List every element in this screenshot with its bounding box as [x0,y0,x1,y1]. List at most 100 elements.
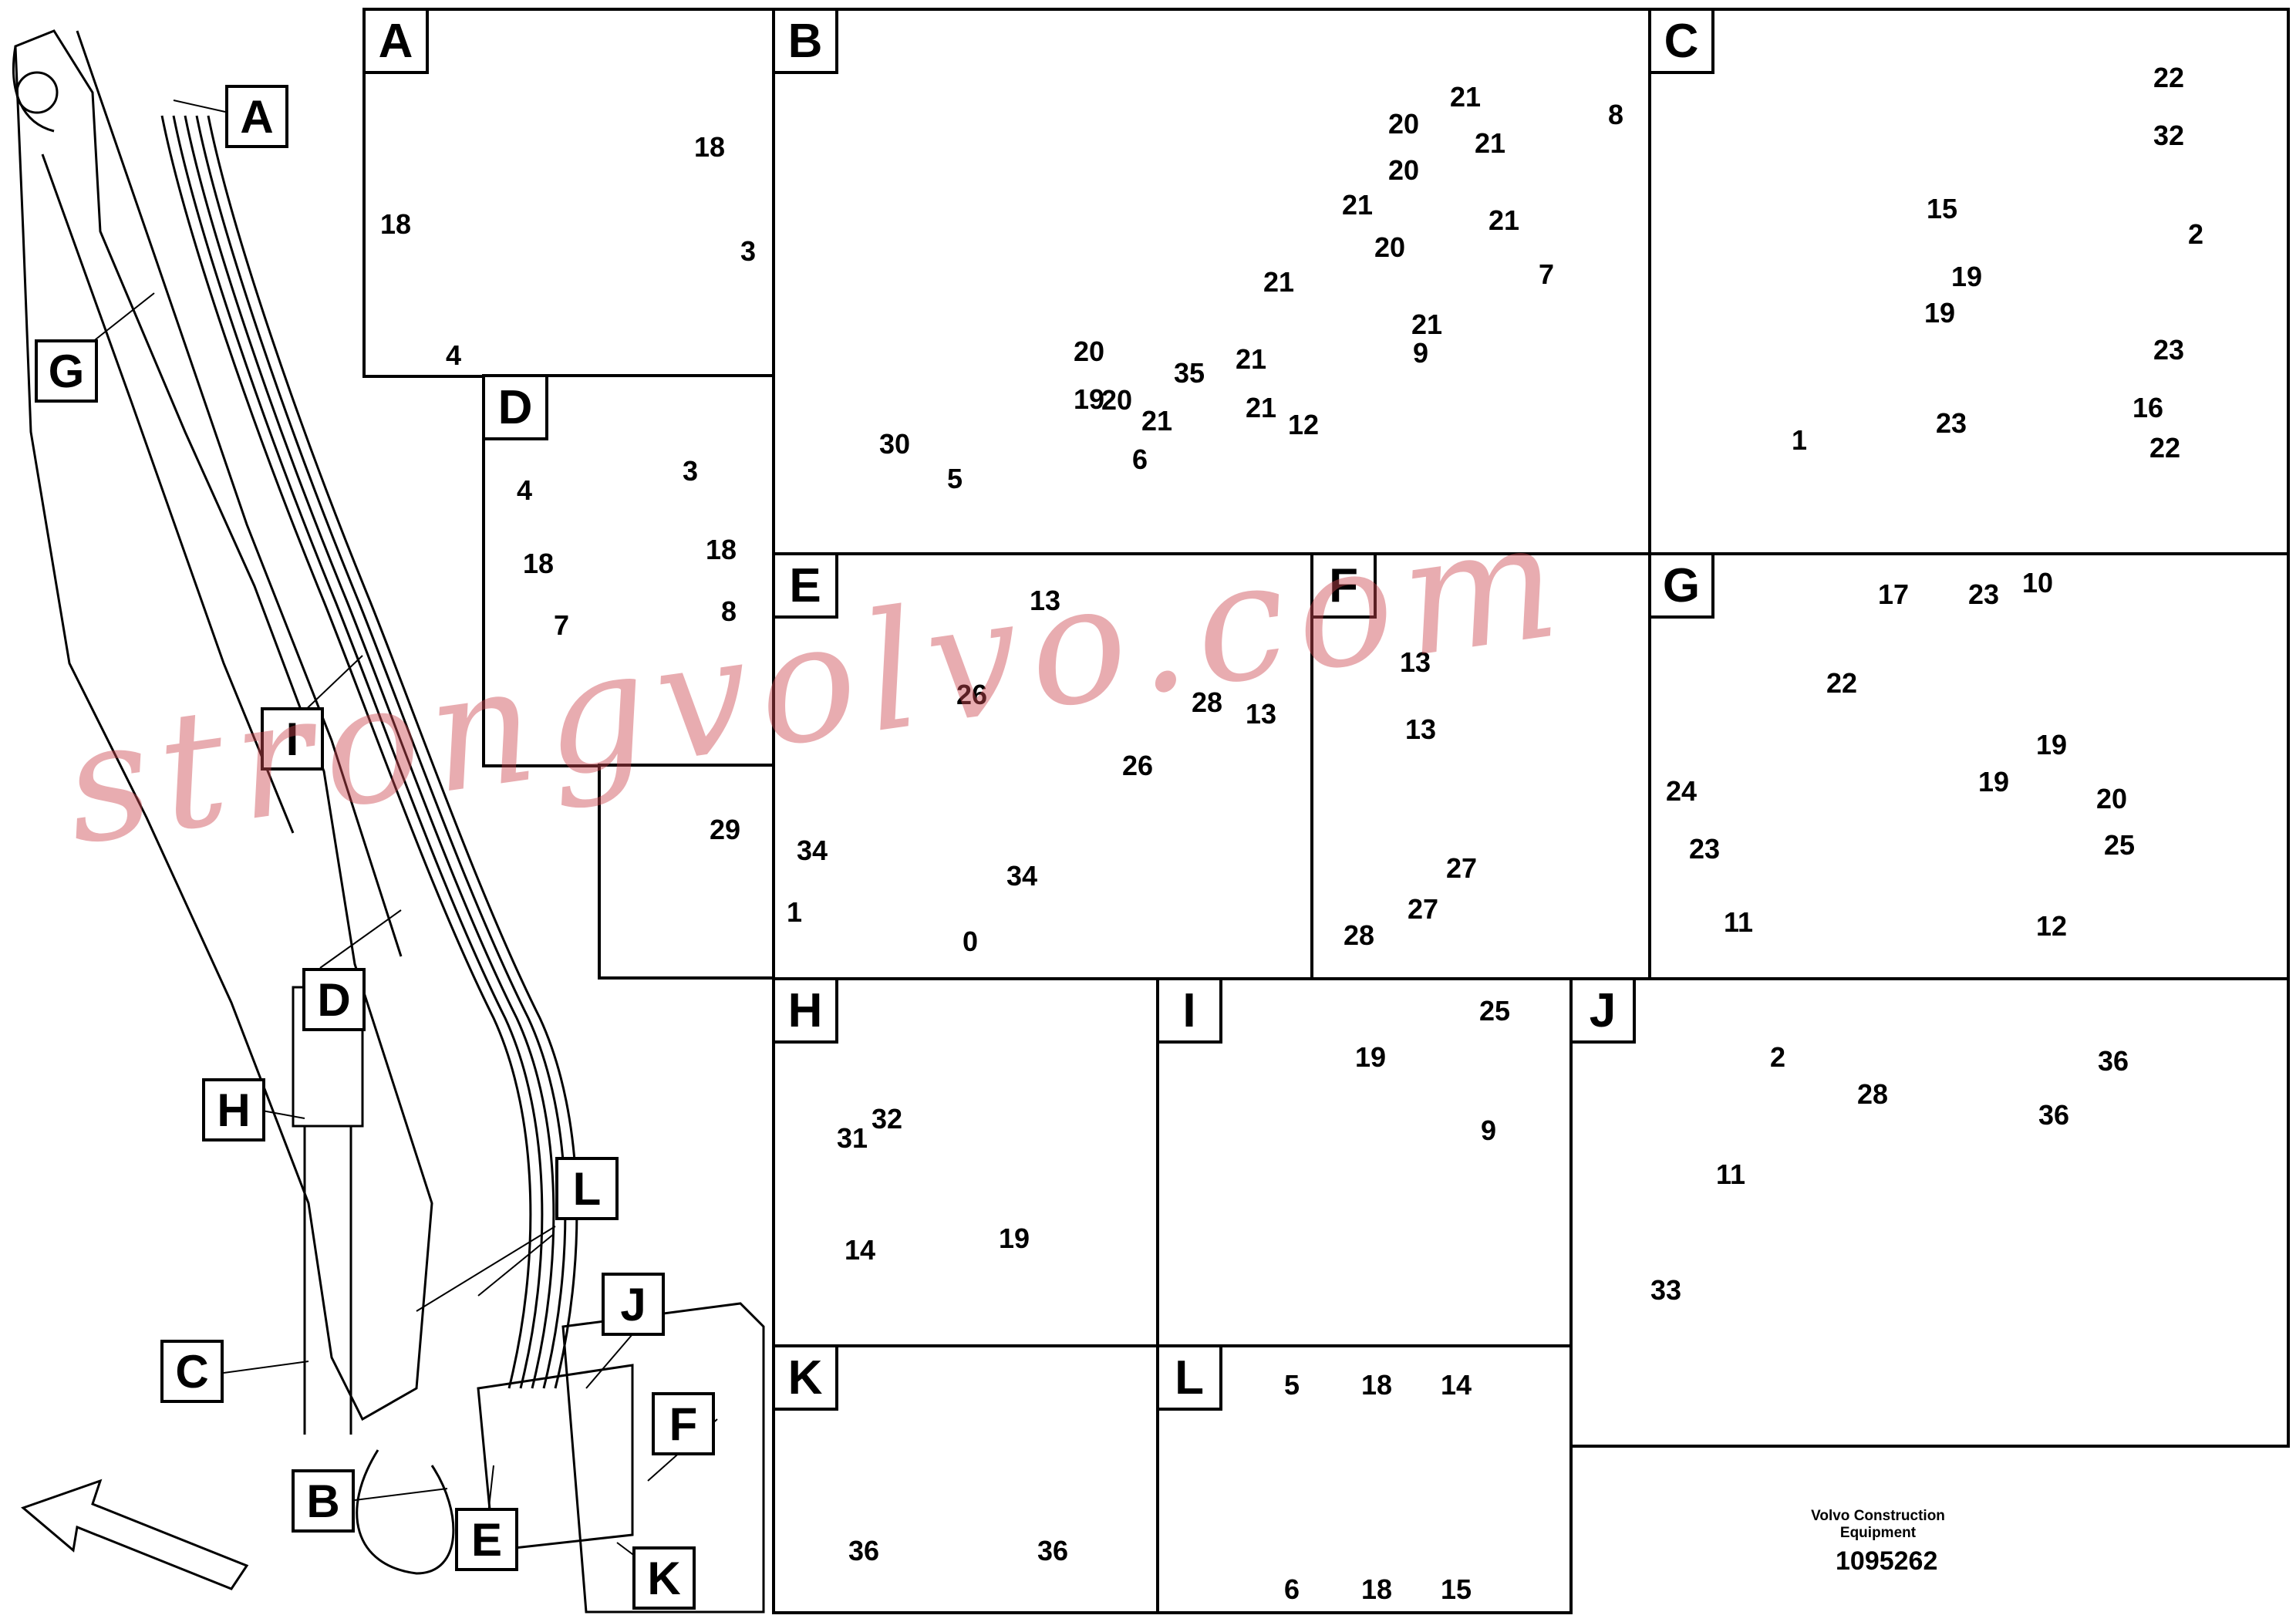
panel-h-letter: H [775,980,838,1044]
part-number: 13 [1400,646,1431,678]
panel-a: A [362,8,775,378]
panel-g: G [1648,552,2290,980]
part-number: 18 [1361,1369,1393,1401]
overview-callout-g: G [35,339,98,403]
part-number: 34 [1006,860,1038,892]
part-number: 36 [848,1535,880,1566]
panel-j-letter: J [1573,980,1636,1044]
panel-e-letter: E [775,555,838,619]
brand-line-1: Volvo Construction [1811,1508,1945,1524]
part-number: 4 [446,339,462,371]
part-number: 22 [2153,62,2185,93]
part-number: 20 [1388,154,1420,186]
part-number: 6 [1284,1573,1300,1605]
panel-d: D [482,374,775,767]
part-number: 4 [517,474,533,506]
part-number: 21 [1475,127,1506,159]
brand-line-2: Equipment [1839,1525,1917,1541]
panel-f-letter: F [1313,555,1377,619]
overview-callout-j: J [602,1273,665,1336]
part-number: 31 [837,1122,868,1154]
document-number: 1095262 [1836,1546,1938,1576]
panel-b: B [772,8,1651,555]
part-number: 19 [1355,1041,1387,1073]
part-number: 32 [2153,120,2185,151]
part-number: 18 [694,131,726,163]
overview-callout-a: A [225,85,288,148]
part-number: 12 [1288,409,1320,440]
part-number: 3 [683,455,699,487]
part-number: 6 [1132,443,1148,475]
panel-k: K [772,1344,1159,1614]
part-number: 36 [2098,1045,2129,1077]
part-number: 13 [1405,713,1437,745]
panel-d-letter: D [485,377,548,440]
part-number: 35 [1174,357,1205,389]
part-number: 30 [879,428,911,460]
part-number: 1 [787,896,803,928]
part-number: 18 [380,208,412,240]
part-number: 16 [2132,392,2164,423]
part-number: 21 [1342,189,1374,221]
part-number: 27 [1446,852,1478,884]
part-number: 17 [1878,578,1910,610]
panel-tie [598,764,775,980]
part-number: 13 [1030,585,1061,616]
overview-callout-l: L [555,1157,619,1220]
panel-f: F [1310,552,1651,980]
part-number: 25 [1479,995,1511,1027]
part-number: 23 [1936,407,1967,439]
part-number: 18 [523,548,555,579]
part-number: 18 [1361,1573,1393,1605]
overview-callout-i: I [261,707,324,771]
part-number: 19 [1924,297,1956,329]
part-number: 33 [1650,1274,1682,1306]
part-number: 22 [1826,667,1858,699]
part-number: 23 [1968,578,2000,610]
panel-e: E [772,552,1313,980]
panel-h: H [772,977,1159,1347]
panel-l-letter: L [1159,1347,1222,1411]
part-number: 11 [1716,1158,1746,1190]
part-number: 0 [963,926,979,957]
part-number: 3 [740,235,757,267]
part-number: 28 [1344,919,1375,951]
part-number: 21 [1246,392,1277,423]
part-number: 5 [1284,1369,1300,1401]
part-number: 21 [1450,81,1482,113]
panel-l: L [1156,1344,1573,1614]
panel-c: C [1648,8,2290,555]
overview-callout-e: E [455,1508,518,1571]
part-number: 20 [1074,336,1105,367]
part-number: 34 [797,835,828,866]
overview-callout-k: K [632,1546,696,1610]
part-number: 21 [1236,343,1267,375]
part-number: 36 [1037,1535,1069,1566]
part-number: 20 [1388,108,1420,140]
part-number: 8 [721,595,737,627]
part-number: 14 [845,1234,876,1266]
part-number: 11 [1724,906,1754,938]
part-number: 7 [554,609,570,641]
panel-a-letter: A [366,11,429,74]
overview-callout-b: B [292,1469,355,1533]
panel-j: J [1569,977,2290,1448]
part-number: 21 [1489,204,1520,236]
part-number: 25 [2104,829,2136,861]
part-number: 14 [1441,1369,1472,1401]
part-number: 1 [1792,424,1808,456]
overview-callout-h: H [202,1078,265,1141]
part-number: 22 [2149,432,2181,464]
part-number: 19 [1074,383,1105,415]
part-number: 19 [2036,729,2068,760]
part-number: 20 [1374,231,1406,263]
part-number: 2 [1770,1041,1786,1073]
part-number: 15 [1927,193,1958,224]
part-number: 23 [2153,334,2185,366]
part-number: 21 [1141,405,1173,437]
part-number: 26 [1122,750,1154,781]
part-number: 18 [706,534,737,565]
overview-callout-c: C [160,1340,224,1403]
part-number: 21 [1411,309,1443,340]
